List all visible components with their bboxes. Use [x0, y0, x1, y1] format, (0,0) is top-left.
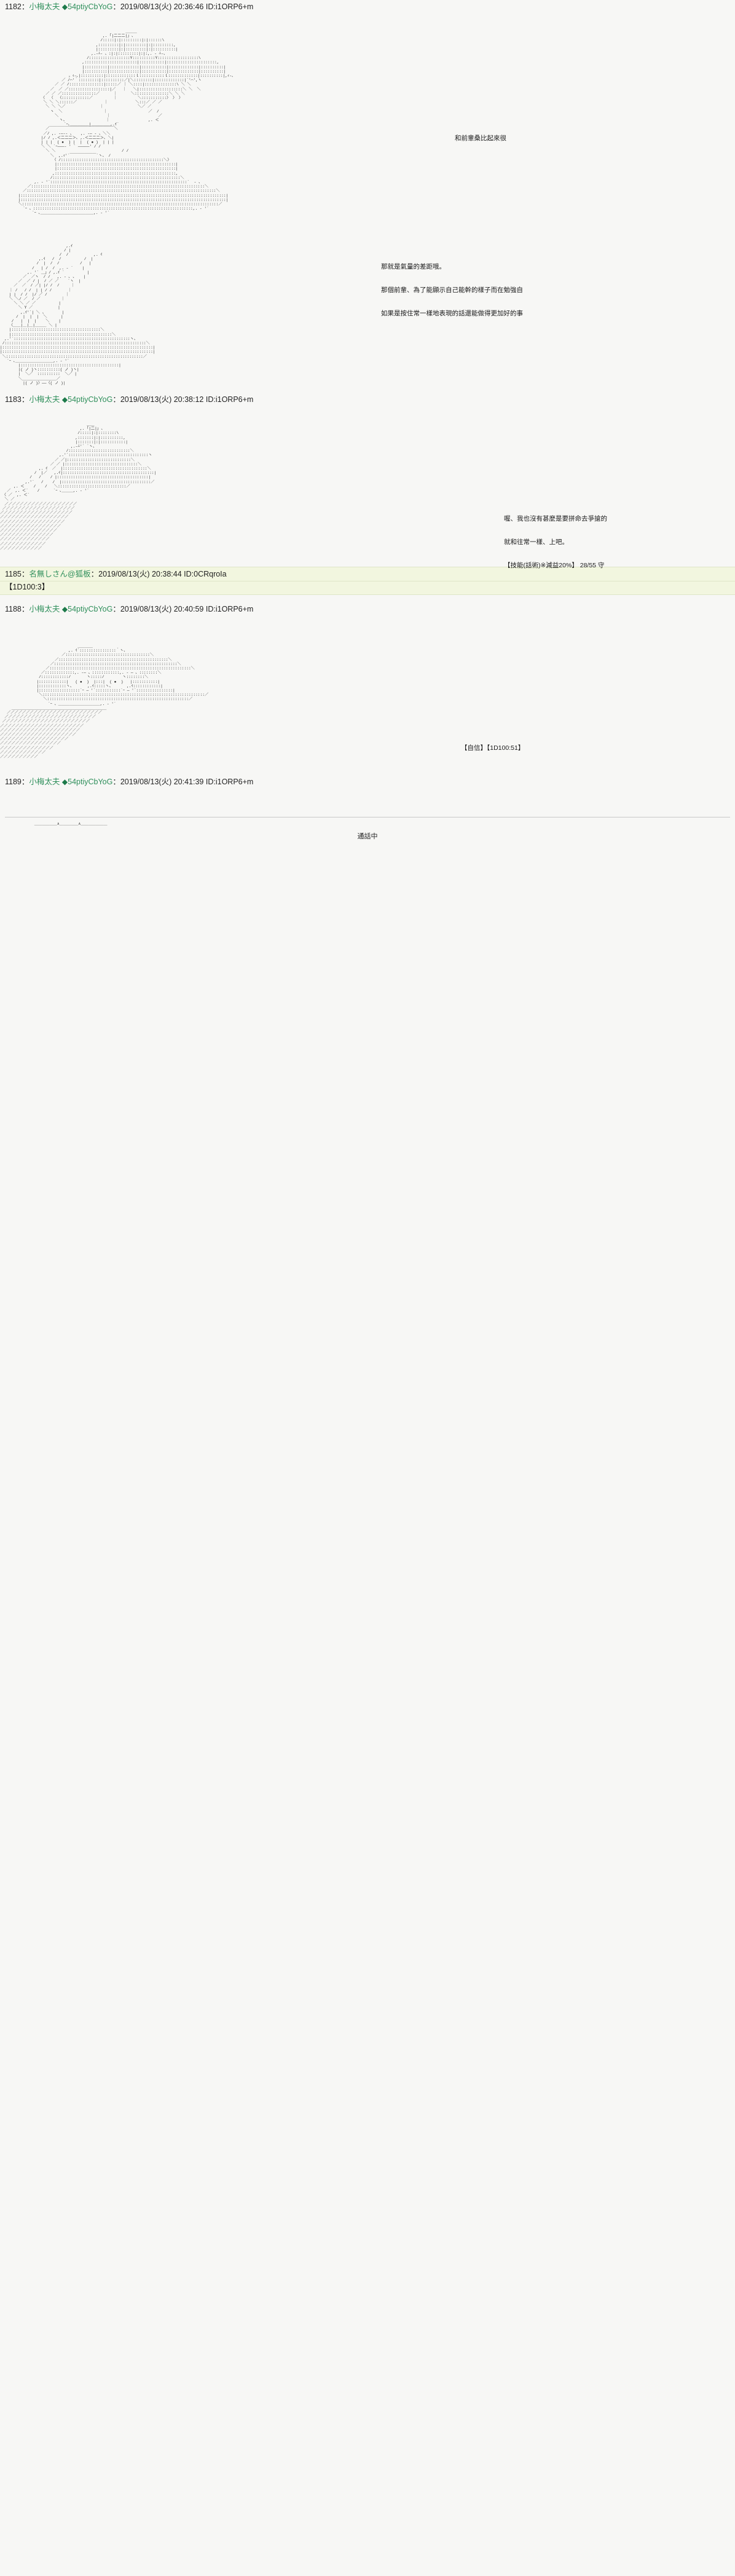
post-header: 1182：小梅太夫 ◆54ptiyCbYoG：2019/08/13(火) 20:… — [0, 0, 735, 14]
post-tripcode: ◆54ptiyCbYoG — [62, 605, 112, 613]
post-author-name[interactable]: 小梅太夫 — [29, 395, 60, 404]
dialogue-line: 喔、我也沒有甚麼是要拼命去爭搶的 — [504, 515, 607, 523]
post-sep: ： — [21, 604, 29, 613]
tripcode-text: 54ptiyCbYoG — [68, 2, 113, 11]
diamond-icon: ◆ — [61, 778, 68, 787]
post-number: 1182 — [5, 2, 22, 11]
post-1183: 1183：小梅太夫 ◆54ptiyCbYoG：2019/08/13(火) 20:… — [0, 393, 735, 569]
post-date: 2019/08/13(火) 20:38:12 — [120, 395, 204, 404]
ascii-art: ＿＿＿＿＿＿∧＿＿＿＿＿∧＿＿＿＿＿＿＿ — [34, 822, 108, 827]
post-header: 1185：名無しさん@狐板：2019/08/13(火) 20:38:44 ID:… — [0, 566, 735, 581]
post-sep: ： — [21, 395, 29, 404]
spacer — [0, 595, 735, 602]
post-body-text: 【1D100:3】 — [0, 581, 735, 595]
dialogue-line: 和前輩桑比起來很 — [455, 135, 506, 142]
tripcode-text: 54ptiyCbYoG — [68, 604, 113, 613]
dialogue-line: 【自信】【1D100:51】 — [461, 744, 525, 752]
post-sep2: ： — [90, 569, 99, 578]
post-1185: 1185：名無しさん@狐板：2019/08/13(火) 20:38:44 ID:… — [0, 566, 735, 595]
post-body: ＿＿＿ ,. ｢|二二二|｣ ､ /:::::|:|:::::::::|:|::… — [0, 30, 735, 216]
post-sep: ： — [21, 569, 29, 578]
call-status-label: 通話中 — [357, 832, 378, 840]
ascii-art: ＿＿＿＿ ,. ｲ´::::::::::::::::｀ヽ、 ／:::::::::… — [0, 644, 209, 759]
post-sep: ： — [21, 778, 29, 787]
post-author-name[interactable]: 小梅太夫 — [29, 604, 60, 613]
dialogue-line: 如果是按住常一樣地表現的話還能做得更加好的事 — [381, 309, 523, 317]
post-number: 1185 — [5, 569, 22, 578]
post-sep2: ： — [112, 2, 120, 11]
post-sep2: ： — [112, 778, 120, 787]
spacer — [0, 759, 735, 775]
post-tripcode: ◆54ptiyCbYoG — [62, 778, 112, 786]
post-1182: 1182：小梅太夫 ◆54ptiyCbYoG：2019/08/13(火) 20:… — [0, 0, 735, 216]
post-body: ＿＿ ,. ｢|二|｣ ､ /:::::|:|::::::::\ — [0, 422, 735, 569]
diamond-icon: ◆ — [61, 604, 68, 613]
post-header: 1188：小梅太夫 ◆54ptiyCbYoG：2019/08/13(火) 20:… — [0, 602, 735, 616]
spacer — [0, 616, 735, 644]
post-uid: ID:i1ORP6+m — [205, 604, 254, 613]
post-date: 2019/08/13(火) 20:41:39 — [120, 778, 204, 787]
post-sep: ： — [21, 2, 29, 11]
post-tripcode: ◆54ptiyCbYoG — [62, 395, 112, 404]
post-uid: ID:i1ORP6+m — [205, 778, 254, 787]
post-author-name[interactable]: 小梅太夫 — [29, 778, 60, 787]
post-date: 2019/08/13(火) 20:36:46 — [120, 2, 204, 11]
post-author-name[interactable]: 小梅太夫 — [29, 2, 60, 11]
post-sep2: ： — [112, 604, 120, 613]
post-uid: ID:i1ORP6+m — [205, 2, 254, 11]
spacer — [0, 14, 735, 30]
spacer — [0, 216, 735, 244]
post-1182-continuation: ,.ｲ / | / / ,. ｲ ,.ｲ / / / | — [0, 244, 735, 386]
dialogue-line: 就和往常一樣、上吧。 — [504, 538, 568, 546]
post-uid: ID:0CRqroIa — [184, 569, 227, 578]
post-1189: 1189：小梅太夫 ◆54ptiyCbYoG：2019/08/13(火) 20:… — [0, 775, 735, 841]
diamond-icon: ◆ — [61, 2, 68, 11]
dialogue-line: 那個前輩、為了能顯示自己能幹的樣子而在勉強自 — [381, 286, 523, 294]
tripcode-text: 54ptiyCbYoG — [68, 395, 113, 404]
dialogue-line: 【技能(話術)※減益20%】 28/55 守 — [504, 562, 605, 570]
diamond-icon: ◆ — [61, 395, 68, 404]
post-header: 1189：小梅太夫 ◆54ptiyCbYoG：2019/08/13(火) 20:… — [0, 775, 735, 789]
ascii-art: ＿＿＿ ,. ｢|二二二|｣ ､ /:::::|:|:::::::::|:|::… — [18, 30, 234, 216]
post-date: 2019/08/13(火) 20:38:44 — [98, 569, 182, 578]
spacer — [0, 551, 735, 567]
post-number: 1189 — [5, 778, 22, 787]
post-author-name[interactable]: 名無しさん@狐板 — [29, 569, 91, 578]
ascii-art: ,.ｲ / | / / ,. ｲ ,.ｲ / / / | — [0, 243, 155, 385]
spacer — [0, 789, 735, 817]
post-date: 2019/08/13(火) 20:40:59 — [120, 604, 204, 613]
post-tripcode: ◆54ptiyCbYoG — [62, 2, 112, 11]
post-body: ,.ｲ / | / / ,. ｲ ,.ｲ / / / | — [0, 244, 735, 386]
tripcode-text: 54ptiyCbYoG — [68, 778, 113, 787]
post-body: ＿＿＿＿＿＿∧＿＿＿＿＿∧＿＿＿＿＿＿＿ — [0, 817, 735, 831]
post-sep2: ： — [112, 395, 120, 404]
post-1188: 1188：小梅太夫 ◆54ptiyCbYoG：2019/08/13(火) 20:… — [0, 602, 735, 759]
post-number: 1183 — [5, 395, 22, 404]
post-body: ＿＿＿＿ ,. ｲ´::::::::::::::::｀ヽ、 ／:::::::::… — [0, 644, 735, 759]
ascii-art: ＿＿ ,. ｢|二|｣ ､ /:::::|:|::::::::\ — [0, 422, 157, 551]
post-number: 1188 — [5, 604, 22, 613]
spacer — [0, 406, 735, 422]
post-header: 1183：小梅太夫 ◆54ptiyCbYoG：2019/08/13(火) 20:… — [0, 393, 735, 406]
post-uid: ID:i1ORP6+m — [205, 395, 254, 404]
dialogue-line: 那就是氣量的差距哦。 — [381, 262, 446, 270]
spacer — [0, 385, 735, 393]
